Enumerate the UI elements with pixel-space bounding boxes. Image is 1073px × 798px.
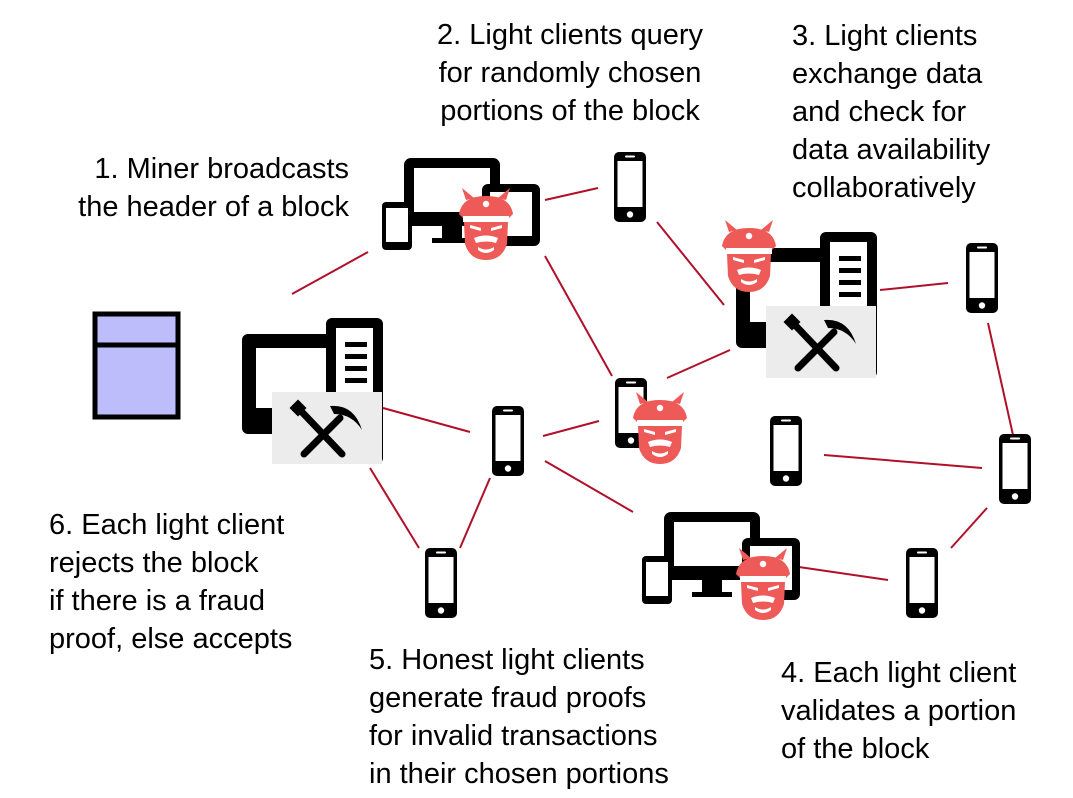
- link: [382, 407, 471, 433]
- caption-line: in their chosen portions: [369, 758, 669, 790]
- samurai-adversary-icon: [633, 392, 687, 464]
- link: [791, 565, 889, 581]
- link: [950, 507, 988, 549]
- step-3-caption: 3. Light clients exchange data and check…: [792, 17, 990, 207]
- caption-line: data availability: [792, 134, 991, 166]
- link: [656, 221, 725, 306]
- caption-line: 3. Light clients: [792, 20, 978, 52]
- step-4-caption: 4. Each light client validates a portion…: [781, 654, 1016, 768]
- link: [544, 255, 613, 377]
- caption-line: 1. Miner broadcasts: [94, 153, 349, 185]
- caption-line: 2. Light clients query: [437, 19, 703, 51]
- network-links: [291, 187, 1014, 581]
- caption-line: if there is a fraud: [49, 585, 265, 617]
- samurai-adversary-icon: [736, 548, 790, 620]
- caption-line: exchange data: [792, 58, 983, 90]
- caption-line: validates a portion: [781, 695, 1017, 727]
- step-1-caption: 1. Miner broadcasts the header of a bloc…: [78, 150, 349, 226]
- caption-line: rejects the block: [49, 547, 259, 579]
- samurai-adversary-icon: [459, 188, 513, 260]
- caption-line: and check for: [792, 96, 967, 128]
- smartphone-icon: [906, 548, 938, 618]
- link: [369, 467, 420, 549]
- caption-line: of the block: [781, 733, 930, 765]
- full-node-miner-icon: [242, 318, 383, 464]
- link: [823, 454, 983, 469]
- link: [459, 477, 491, 549]
- step-5-caption: 5. Honest light clients generate fraud p…: [369, 641, 669, 793]
- smartphone-icon: [614, 152, 646, 222]
- smartphone-icon: [425, 548, 457, 618]
- caption-line: the header of a block: [78, 191, 349, 223]
- caption-line: for randomly chosen: [438, 57, 702, 89]
- link: [544, 460, 634, 513]
- smartphone-icon: [770, 416, 802, 486]
- link: [666, 349, 731, 379]
- caption-line: generate fraud proofs: [369, 682, 647, 714]
- link: [291, 251, 369, 295]
- caption-line: 4. Each light client: [781, 657, 1017, 689]
- smartphone-icon: [492, 406, 524, 476]
- caption-line: 6. Each light client: [49, 509, 285, 541]
- step-6-caption: 6. Each light client rejects the block i…: [49, 506, 292, 658]
- smartphone-icon: [999, 434, 1031, 504]
- smartphone-icon: [966, 243, 998, 313]
- step-2-caption: 2. Light clients query for randomly chos…: [402, 16, 738, 130]
- link: [879, 282, 949, 291]
- caption-line: proof, else accepts: [49, 623, 293, 655]
- caption-line: portions of the block: [440, 95, 700, 127]
- caption-line: collaboratively: [792, 172, 976, 204]
- caption-line: for invalid transactions: [369, 720, 658, 752]
- link: [987, 322, 1014, 436]
- caption-line: 5. Honest light clients: [369, 644, 645, 676]
- block-header-icon: [92, 311, 181, 420]
- link: [542, 420, 600, 437]
- link: [544, 187, 599, 201]
- devices-icon: [382, 158, 540, 250]
